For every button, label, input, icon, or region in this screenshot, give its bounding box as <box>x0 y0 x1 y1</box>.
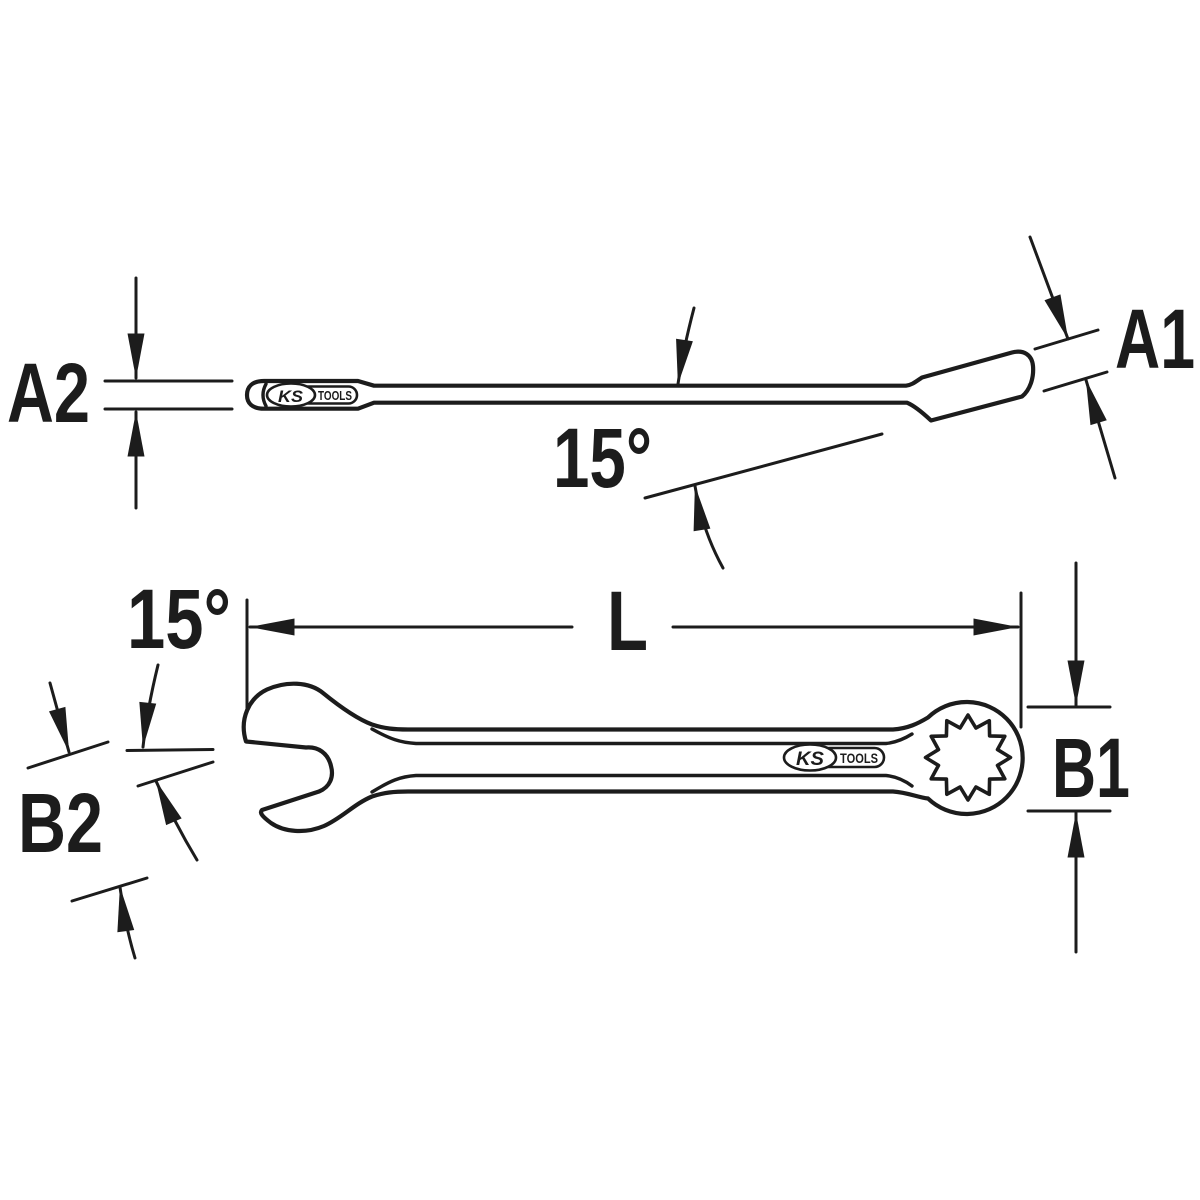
b2-arrow-d <box>117 885 137 960</box>
plan-view: L 15° TOOLS KS B2 <box>18 561 1130 960</box>
plan-view-bevel-bottom <box>370 773 914 794</box>
dimension-a2: A2 <box>7 276 234 510</box>
label-angle-top: 15° <box>553 411 652 505</box>
ks-tools-logo-side: TOOLS KS <box>265 382 359 408</box>
label-b2: B2 <box>18 776 103 870</box>
angle-arrow-up <box>693 484 725 570</box>
label-angle-bottom: 15° <box>127 572 231 666</box>
dimension-b1: B1 <box>1026 561 1130 954</box>
b2-arrow-c <box>154 779 199 862</box>
label-l: L <box>607 574 648 668</box>
ring-12-point-opening <box>923 713 1013 802</box>
b2-flank-line-outer <box>26 740 110 770</box>
plan-view-bevel-top <box>370 727 914 746</box>
plan-view-wrench-outline <box>241 681 1025 834</box>
logo-ks-ellipse <box>782 743 838 772</box>
b2-tick-lower <box>136 760 215 788</box>
b2-arrow-a <box>48 681 71 754</box>
angle-arrow-down <box>676 306 696 386</box>
logo-tools-text: TOOLS <box>318 389 352 403</box>
logo-ks-ellipse <box>265 382 317 408</box>
dimension-b2: B2 <box>18 663 215 960</box>
label-b1: B1 <box>1052 721 1130 815</box>
ks-tools-logo-plan: TOOLS KS <box>782 743 886 772</box>
dimension-l: L <box>245 574 1023 729</box>
a1-arrow-upper <box>1028 235 1070 341</box>
b2-flank-line-lower <box>70 876 149 903</box>
label-a2: A2 <box>7 346 90 440</box>
angle-reference-line <box>643 432 884 500</box>
label-a1: A1 <box>1115 292 1195 386</box>
side-view-end-chamfer <box>261 382 268 408</box>
side-view-angle-annotation: 15° <box>553 306 884 570</box>
dimension-a1: A1 <box>1028 235 1195 480</box>
logo-tools-text: TOOLS <box>840 750 878 766</box>
side-view-wrench-outline <box>244 349 1036 423</box>
side-view: TOOLS KS A2 15° A1 <box>7 235 1195 570</box>
b2-tick-upper <box>125 748 215 752</box>
b2-arrow-b <box>139 663 160 749</box>
a1-tick-upper <box>1033 328 1100 351</box>
logo-ks-text: KS <box>278 387 304 406</box>
logo-ks-text: KS <box>796 749 824 770</box>
a1-tick-lower <box>1042 370 1109 393</box>
a1-arrow-lower <box>1084 378 1117 480</box>
